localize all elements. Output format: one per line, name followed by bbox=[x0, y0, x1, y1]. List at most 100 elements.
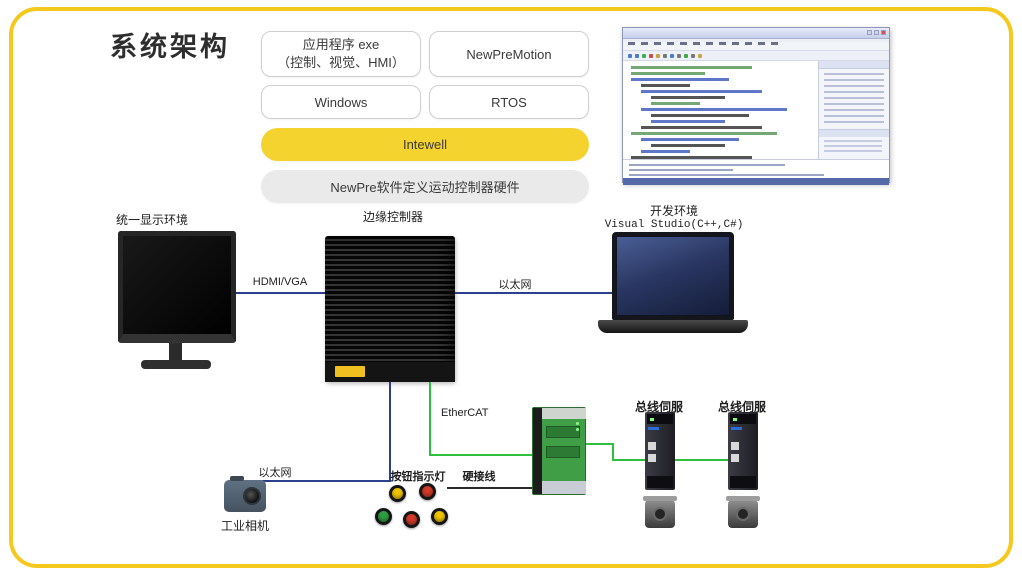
code-line bbox=[631, 72, 706, 75]
label-dev-env-line1: 开发环境 bbox=[649, 204, 698, 218]
label-dev-environment: 开发环境 Visual Studio(C++,C#) bbox=[604, 204, 744, 233]
box-application-line1: 应用程序 exe bbox=[302, 37, 380, 53]
code-line bbox=[651, 102, 700, 105]
label-dev-env-line2: Visual Studio(C++,C#) bbox=[604, 219, 744, 231]
label-button-lights: 按钮指示灯 bbox=[390, 471, 446, 483]
box-application-line2: （控制、视觉、HMI） bbox=[277, 55, 405, 70]
push-button-red bbox=[419, 483, 436, 500]
camera-ethernet-line-horizontal bbox=[262, 480, 391, 482]
code-line bbox=[631, 132, 778, 135]
code-line bbox=[641, 90, 762, 93]
vs-solution-explorer bbox=[819, 61, 889, 159]
hdmi-vga-line bbox=[236, 292, 325, 294]
box-newpremotion: NewPreMotion bbox=[429, 31, 589, 77]
servo-drive bbox=[645, 412, 675, 490]
io-module-led bbox=[576, 422, 579, 425]
label-bus-servo-left: 总线伺服 bbox=[634, 400, 683, 414]
box-application-exe: 应用程序 exe （控制、视觉、HMI） bbox=[261, 31, 421, 77]
label-bus-servo-right: 总线伺服 bbox=[717, 400, 766, 414]
servo-motor bbox=[643, 496, 677, 528]
page-title: 系统架构 bbox=[110, 32, 230, 62]
code-line bbox=[641, 126, 762, 129]
vs-menubar bbox=[623, 42, 889, 51]
vs-main-area bbox=[623, 61, 889, 159]
servo-logo bbox=[648, 427, 659, 430]
io-module bbox=[532, 407, 586, 495]
ethernet-top-line bbox=[455, 292, 612, 294]
io-module-top-connector bbox=[542, 408, 586, 419]
label-edge-controller: 边缘控制器 bbox=[362, 210, 423, 224]
motor-face bbox=[736, 507, 750, 521]
laptop-screen bbox=[612, 232, 734, 320]
io-module-terminal-row bbox=[546, 426, 580, 438]
label-industrial-camera: 工业相机 bbox=[220, 519, 269, 533]
label-display-environment: 统一显示环境 bbox=[115, 213, 188, 227]
servo-terminal bbox=[730, 476, 756, 488]
ethernet-bottom-label: 以太网 bbox=[258, 467, 292, 479]
vs-titlebar bbox=[623, 28, 889, 39]
motor-flange bbox=[726, 496, 760, 501]
code-line bbox=[641, 108, 788, 111]
io-module-terminal-row bbox=[546, 446, 580, 458]
monitor-base bbox=[141, 360, 211, 369]
servo-led bbox=[733, 418, 737, 421]
servo-connector bbox=[731, 454, 739, 462]
code-line bbox=[631, 156, 752, 159]
servo-terminal bbox=[647, 476, 673, 488]
io-module-bottom-connector bbox=[542, 481, 586, 494]
laptop-display bbox=[617, 237, 729, 315]
code-line bbox=[651, 96, 726, 99]
camera-ethernet-line-vertical bbox=[389, 382, 391, 482]
push-button-red bbox=[403, 511, 420, 528]
ethernet-top-label: 以太网 bbox=[498, 279, 532, 291]
code-line bbox=[651, 114, 749, 117]
industrial-camera-device bbox=[224, 476, 266, 512]
ethercat-line-vertical bbox=[429, 382, 431, 456]
box-rtos: RTOS bbox=[429, 85, 589, 119]
vs-statusbar bbox=[623, 178, 889, 185]
servo-link-line bbox=[612, 443, 614, 461]
monitor-stand bbox=[169, 343, 182, 360]
vs-output-panel bbox=[623, 159, 889, 178]
vs-toolbar bbox=[623, 51, 889, 61]
box-intewell: Intewell bbox=[261, 128, 589, 161]
servo-link-line bbox=[586, 443, 614, 445]
vs-code-editor bbox=[623, 61, 819, 159]
servo-led bbox=[650, 418, 654, 421]
servo-drive bbox=[728, 412, 758, 490]
servo-display bbox=[647, 414, 673, 424]
hard-wiring-line bbox=[447, 487, 532, 489]
monitor-screen bbox=[118, 231, 236, 343]
motor-flange bbox=[643, 496, 677, 501]
box-windows: Windows bbox=[261, 85, 421, 119]
code-line bbox=[631, 78, 729, 81]
camera-mount bbox=[230, 476, 244, 481]
code-line bbox=[641, 150, 690, 153]
visual-studio-screenshot bbox=[622, 27, 890, 185]
servo-link-line bbox=[674, 459, 729, 461]
camera-lens bbox=[243, 487, 261, 505]
push-button-yellow bbox=[431, 508, 448, 525]
code-line bbox=[651, 144, 726, 147]
code-line bbox=[641, 138, 739, 141]
servo-connector bbox=[731, 442, 739, 450]
io-module-rail bbox=[533, 408, 542, 494]
servo-display bbox=[730, 414, 756, 424]
edge-controller-device bbox=[325, 236, 455, 382]
code-line bbox=[651, 120, 726, 123]
vs-window-buttons bbox=[867, 30, 886, 35]
code-line bbox=[641, 84, 690, 87]
laptop-keyboard-base bbox=[598, 320, 748, 333]
servo-connector bbox=[648, 454, 656, 462]
controller-yellow-label bbox=[335, 366, 365, 377]
motor-face bbox=[653, 507, 667, 521]
servo-motor bbox=[726, 496, 760, 528]
hard-wiring-label: 硬接线 bbox=[462, 471, 496, 483]
hdmi-vga-label: HDMI/VGA bbox=[252, 276, 308, 288]
push-button-green bbox=[375, 508, 392, 525]
servo-link-line bbox=[612, 459, 646, 461]
push-button-yellow bbox=[389, 485, 406, 502]
ethercat-label: EtherCAT bbox=[441, 407, 489, 419]
servo-connector bbox=[648, 442, 656, 450]
